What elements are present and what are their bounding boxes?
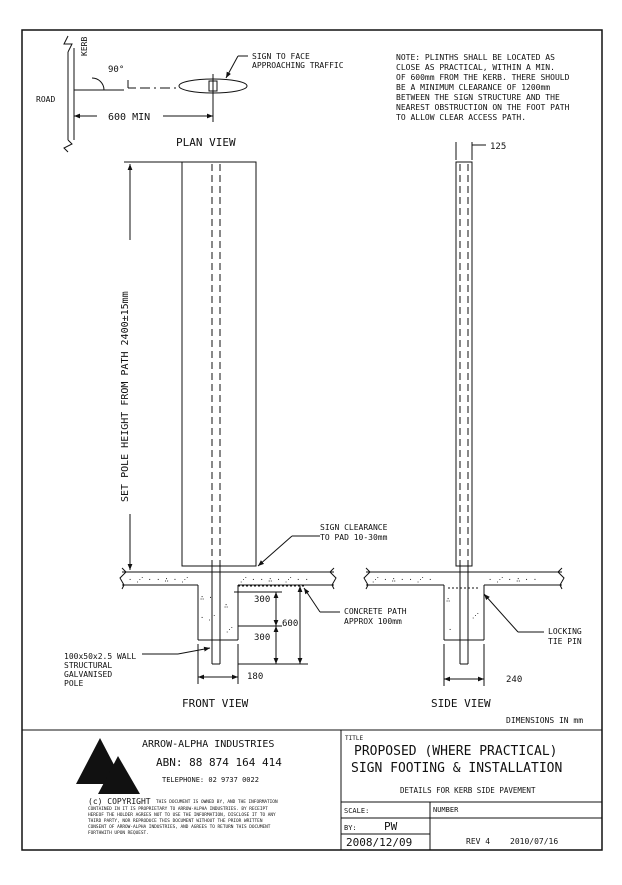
svg-text:∴: ∴ xyxy=(224,602,228,610)
pole-note-line-2: STRUCTURAL xyxy=(64,661,112,670)
copyright-line: THIRD PARTY, NOR REPRODUCE THIS DOCUMENT… xyxy=(88,818,263,824)
copyright-line: CONTAINED IN IT IS PROPRIETARY TO ARROW-… xyxy=(88,806,268,812)
copyright-line: HEREOF THE HOLDER AGREES NOT TO USE THE … xyxy=(88,812,276,818)
copyright-line: THIS DOCUMENT IS OWNED BY, AND THE INFOR… xyxy=(156,799,278,805)
revision-date: 2010/07/16 xyxy=(510,837,558,846)
note-line: BE A MINIMUM CLEARANCE OF 1200mm xyxy=(396,83,550,92)
note-line: NOTE: PLINTHS SHALL BE LOCATED AS xyxy=(396,53,555,62)
svg-text:⋰ · ∴ · · ⋰ ·: ⋰ · ∴ · · ⋰ · xyxy=(372,576,432,584)
dimension-300-lower: 300 xyxy=(254,633,270,643)
kerb-break-bottom xyxy=(63,139,73,153)
dimension-125: 125 xyxy=(490,142,506,152)
title-block-frame xyxy=(22,729,602,850)
note-line: TO ALLOW CLEAR ACCESS PATH. xyxy=(396,113,526,122)
plan-view xyxy=(63,35,248,153)
note-line: BETWEEN THE SIGN STRUCTURE AND THE xyxy=(396,93,560,102)
svg-text:∴: ∴ xyxy=(446,596,450,604)
svg-text:· ⋰: · ⋰ xyxy=(200,614,215,622)
drawing-title-line-2: SIGN FOOTING & INSTALLATION xyxy=(351,761,562,776)
dimension-180: 180 xyxy=(247,672,263,682)
sign-note-line-2: APPROACHING TRAFFIC xyxy=(252,61,344,70)
front-view xyxy=(119,161,340,684)
svg-text:· ⋰ · · ∴ · ⋰: · ⋰ · · ∴ · ⋰ xyxy=(128,576,188,584)
pole-note-line-1: 100x50x2.5 WALL xyxy=(64,652,136,661)
number-label: NUMBER xyxy=(433,806,459,814)
svg-text:·: · xyxy=(448,626,452,634)
dimension-240: 240 xyxy=(506,675,522,685)
svg-text:⋰: ⋰ xyxy=(472,612,479,620)
issue-date: 2008/12/09 xyxy=(346,836,412,849)
copyright-text: THIS DOCUMENT IS OWNED BY, AND THE INFOR… xyxy=(88,799,278,836)
clearance-note-line-2: TO PAD 10-30mm xyxy=(320,533,388,542)
sign-note-line-1: SIGN TO FACE xyxy=(252,52,310,61)
company-name: ARROW-ALPHA INDUSTRIES xyxy=(142,739,274,750)
front-view-title: FRONT VIEW xyxy=(182,697,249,710)
copyright-line: CONSENT OF ARROW-ALPHA INDUSTRIES, AND A… xyxy=(88,824,271,830)
dimension-300-upper: 300 xyxy=(254,595,270,605)
plan-view-title: PLAN VIEW xyxy=(176,136,236,149)
svg-text:∴ ·: ∴ · xyxy=(200,594,213,602)
by-value: PW xyxy=(384,820,398,833)
sheet-border xyxy=(21,29,603,851)
concrete-note-line-1: CONCRETE PATH xyxy=(344,607,407,616)
note-line: NEAREST OBSTRUCTION ON THE FOOT PATH xyxy=(396,103,570,112)
note-line: CLOSE AS PRACTICAL, WITHIN A MIN. xyxy=(396,63,555,72)
clearance-note-line-1: SIGN CLEARANCE xyxy=(320,523,388,532)
company-abn: ABN: 88 874 164 414 xyxy=(156,756,282,769)
svg-text:⋰: ⋰ xyxy=(226,626,233,634)
company-logo xyxy=(76,738,140,794)
road-label: ROAD xyxy=(36,95,55,104)
pin-note-line-2: TIE PIN xyxy=(548,637,582,646)
pole-note-line-3: GALVANISED xyxy=(64,670,112,679)
side-pole-profile xyxy=(455,161,473,567)
side-view-title: SIDE VIEW xyxy=(431,697,491,710)
title-caption: TITLE xyxy=(345,735,363,742)
scale-label: SCALE: xyxy=(344,807,369,815)
angle-label: 90° xyxy=(108,65,124,75)
concrete-stipple-side: ⋰ · ∴ · · ⋰ · · ⋰ · ∴ · · ∴ ⋰ · xyxy=(372,576,537,634)
side-view xyxy=(363,142,565,686)
svg-text:⋰ · · ∴ · ⋰ · ·: ⋰ · · ∴ · ⋰ · · xyxy=(240,576,309,584)
copyright-heading: (c) COPYRIGHT xyxy=(88,797,151,806)
svg-text:· ⋰ · ∴ · ·: · ⋰ · ∴ · · xyxy=(488,576,537,584)
company-telephone: TELEPHONE: 02 9737 0022 xyxy=(162,776,259,784)
general-note: NOTE: PLINTHS SHALL BE LOCATED AS CLOSE … xyxy=(396,53,570,122)
revision: REV 4 xyxy=(466,837,490,846)
pin-note-line-1: LOCKING xyxy=(548,627,582,636)
note-line: OF 600mm FROM THE KERB. THERE SHOULD xyxy=(396,73,570,82)
concrete-note-line-2: APPROX 100mm xyxy=(344,617,402,626)
kerb-label: KERB xyxy=(80,37,89,56)
copyright-line: FORTHWITH UPON REQUEST. xyxy=(88,830,149,836)
pole-note-line-4: POLE xyxy=(64,679,83,688)
drawing-title-line-1: PROPOSED (WHERE PRACTICAL) xyxy=(354,744,558,759)
by-label: BY: xyxy=(344,824,357,832)
drawing-subtitle: DETAILS FOR KERB SIDE PAVEMENT xyxy=(400,786,536,795)
min-distance-label: 600 MIN xyxy=(108,112,150,123)
height-dimension-label: SET POLE HEIGHT FROM PATH 2400±15mm xyxy=(120,291,131,502)
kerb-break-top xyxy=(63,35,73,53)
sign-panel xyxy=(181,161,257,567)
dimension-600: 600 xyxy=(282,619,298,629)
concrete-stipple-front: · ⋰ · · ∴ · ⋰ ⋰ · · ∴ · ⋰ · · ∴ · · ⋰ ∴ … xyxy=(128,576,309,634)
dimensions-note: DIMENSIONS IN mm xyxy=(506,716,583,725)
